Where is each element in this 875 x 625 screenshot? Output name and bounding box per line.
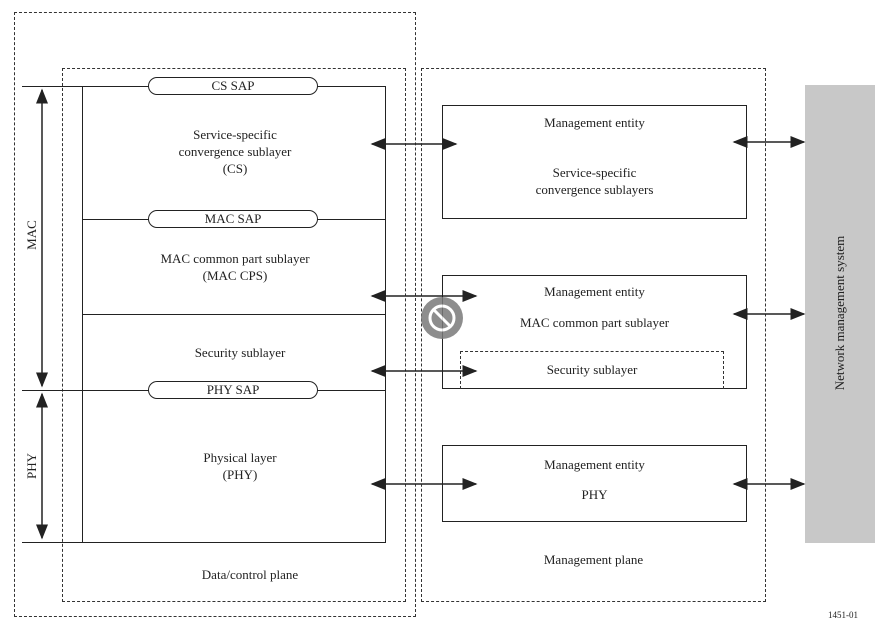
network-management-system	[805, 85, 875, 543]
phy-label: Physical layer(PHY)	[203, 450, 277, 482]
management-plane-frame	[421, 68, 766, 602]
me-mac-body: MAC common part sublayer	[519, 315, 670, 330]
phy-sap-pill: PHY SAP	[148, 381, 318, 399]
data-control-plane-frame	[62, 68, 406, 602]
outer-left-frame	[14, 12, 416, 617]
figure-id: 1451-01	[828, 610, 858, 620]
mac-sap-pill: MAC SAP	[148, 210, 318, 228]
me-security-label: Security sublayer	[546, 362, 638, 377]
me-phy-body: PHY	[581, 487, 608, 502]
me-phy-title: Management entity	[544, 457, 645, 472]
security-top-line	[82, 314, 386, 315]
me-cs-title: Management entity	[544, 115, 645, 130]
management-plane-label: Management plane	[543, 552, 644, 567]
security-sublayer-label: Security sublayer	[194, 345, 286, 360]
cs-sap-pill: CS SAP	[148, 77, 318, 95]
phy-bottom-line	[22, 542, 386, 543]
management-entity-cs	[442, 105, 747, 219]
data-control-plane-label: Data/control plane	[201, 567, 299, 582]
prohibited-icon	[421, 297, 463, 339]
me-mac-title: Management entity	[544, 284, 645, 299]
mac-cps-label: MAC common part sublayer(MAC CPS)	[160, 251, 310, 283]
